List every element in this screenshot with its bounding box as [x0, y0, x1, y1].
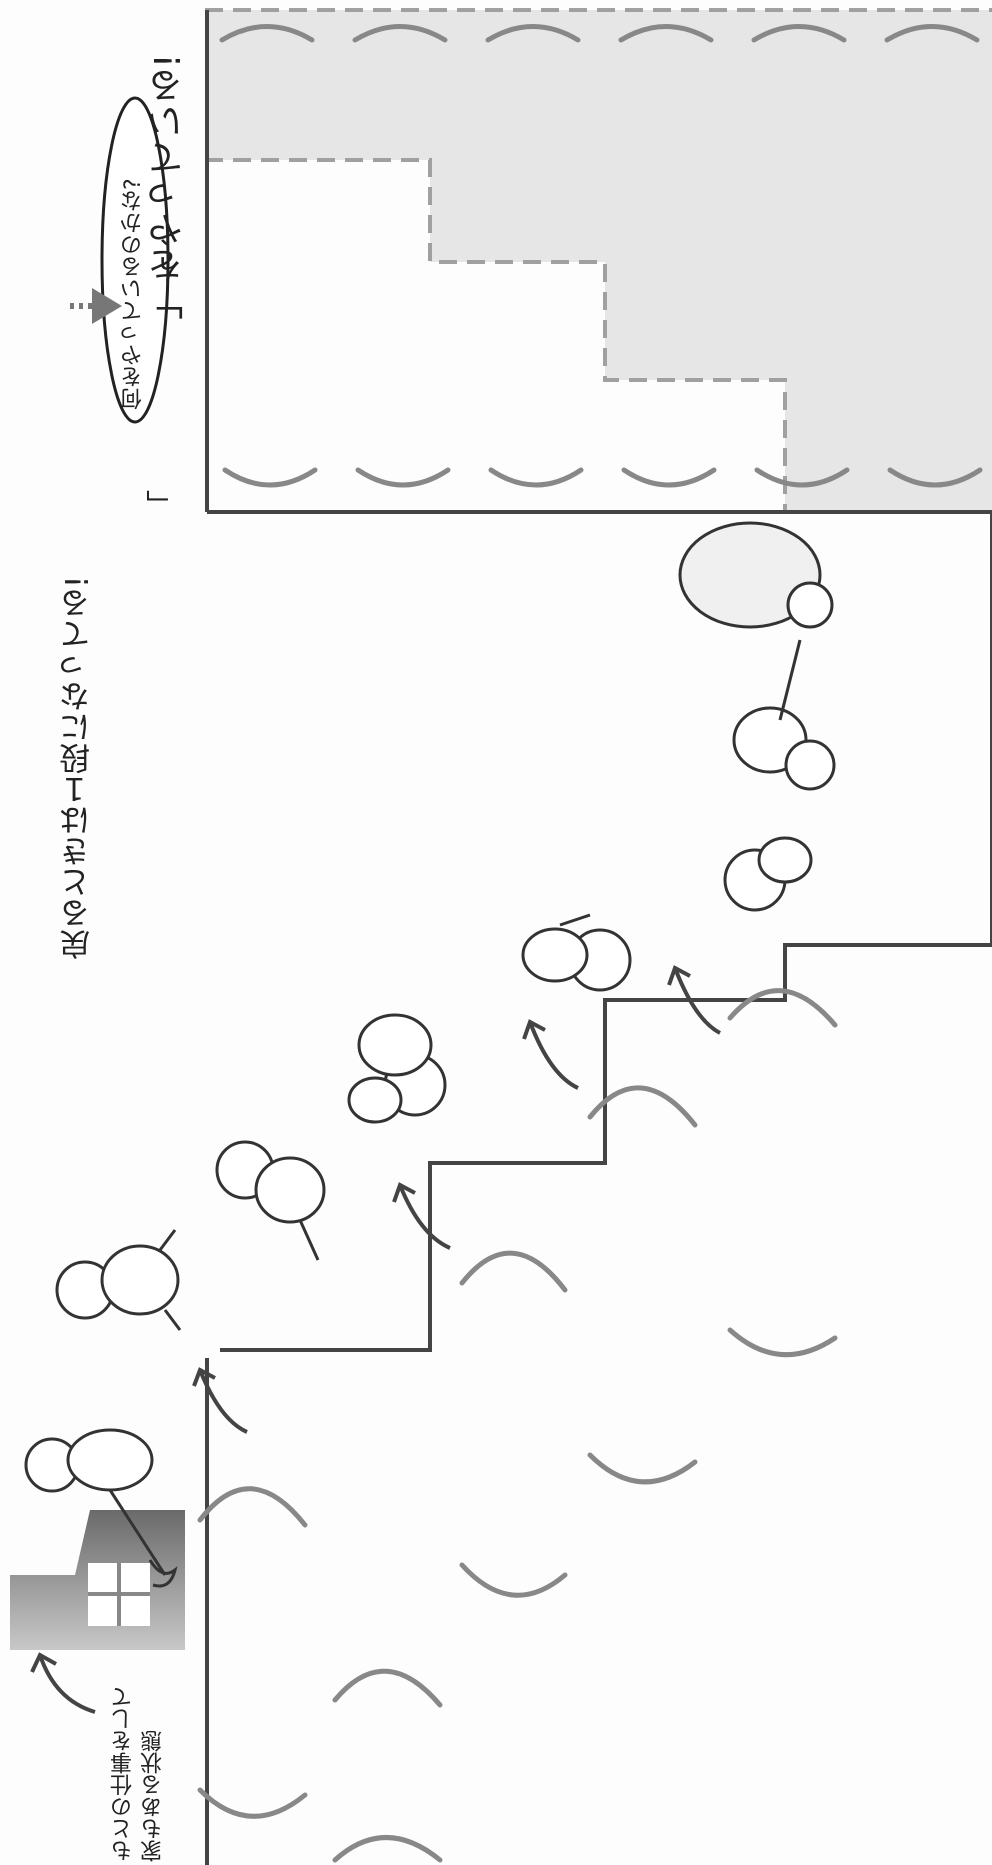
arc-mark	[335, 1838, 440, 1861]
curved-arrow-icon	[400, 1185, 450, 1248]
task-shaded-region	[205, 10, 992, 512]
curved-arrow-icon	[530, 1022, 578, 1088]
arc-mark	[590, 1455, 695, 1482]
floating-arcs	[200, 991, 835, 1860]
cartoon-person-icon	[217, 1142, 324, 1260]
arc-mark	[335, 1671, 440, 1705]
arc-mark	[462, 1565, 565, 1595]
house-icon	[10, 1510, 185, 1650]
arc-mark	[462, 1253, 565, 1290]
arc-mark	[358, 470, 448, 485]
cartoon-person-icon	[57, 1230, 180, 1330]
cartoon-person-icon	[349, 1015, 445, 1122]
arc-mark	[491, 470, 581, 485]
arc-mark	[200, 1790, 305, 1816]
cartoon-person-icon	[725, 838, 811, 910]
arc-mark	[730, 991, 835, 1025]
return-note: 戻るときは１段になってる!	[55, 600, 95, 960]
task-area	[205, 10, 992, 512]
start-state-caption-line1: もとの仕事をして	[108, 1662, 134, 1862]
arc-mark	[225, 470, 315, 485]
figures	[26, 523, 834, 1586]
arc-mark	[730, 1330, 835, 1355]
task-open-bracket: 「	[143, 480, 173, 520]
curved-arrow-icon	[40, 1655, 95, 1712]
cartoon-person-icon	[523, 915, 630, 990]
arc-mark	[200, 1489, 305, 1525]
start-state-caption-line2: 家もある状態	[138, 1662, 164, 1862]
cartoon-person-icon	[680, 523, 834, 789]
task-close-label: 」をやっている!	[143, 0, 187, 320]
arc-mark	[624, 470, 714, 485]
